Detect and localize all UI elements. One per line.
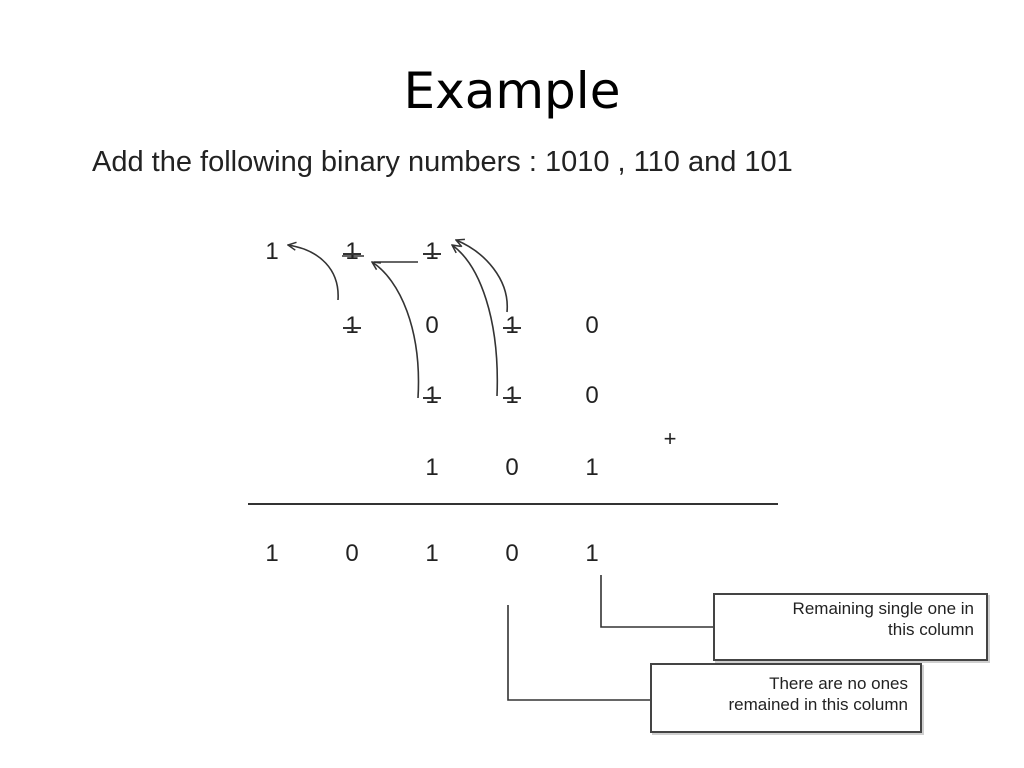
operand-digit: 1 [425,454,439,481]
strike-mark [343,253,361,255]
carry-digit: 1 [345,238,359,265]
strike-mark [503,327,521,329]
operand-digit: 0 [425,312,439,339]
operand-digit: 1 [585,454,599,481]
strike-mark [423,397,441,399]
result-digit: 1 [265,540,279,567]
carry-arrow-col1-b [456,240,508,313]
leader-line-no-ones [507,605,650,701]
callout-line: remained in this column [728,695,908,714]
callout-line: Remaining single one in [792,599,974,618]
carry-digit: 1 [425,238,439,265]
callout-line: There are no ones [769,674,908,693]
carry-digit: 1 [265,238,279,265]
leader-line-remaining-one [600,575,713,628]
operand-digit: 1 [345,312,359,339]
callout-no-ones: There are no ones remained in this colum… [650,663,922,733]
result-digit: 0 [505,540,519,567]
slide-title: Example [403,62,621,120]
carry-arrow-col1-a [452,245,499,397]
strike-mark [503,397,521,399]
callout-line: this column [888,620,974,639]
carry-arrow-col2 [372,262,420,399]
callout-remaining-one: Remaining single one in this column [713,593,988,661]
strike-mark [423,253,441,255]
problem-statement: Add the following binary numbers : 1010 … [92,146,793,178]
result-digit: 1 [585,540,599,567]
plus-sign: + [663,426,677,451]
strike-mark [343,327,361,329]
operand-digit: 1 [505,312,519,339]
result-digit: 1 [425,540,439,567]
result-digit: 0 [345,540,359,567]
operand-digit: 1 [505,382,519,409]
operand-digit: 0 [585,382,599,409]
operand-digit: 1 [425,382,439,409]
carry-arrow-col3 [288,245,339,301]
operand-digit: 0 [505,454,519,481]
sum-line [248,503,778,505]
operand-digit: 0 [585,312,599,339]
